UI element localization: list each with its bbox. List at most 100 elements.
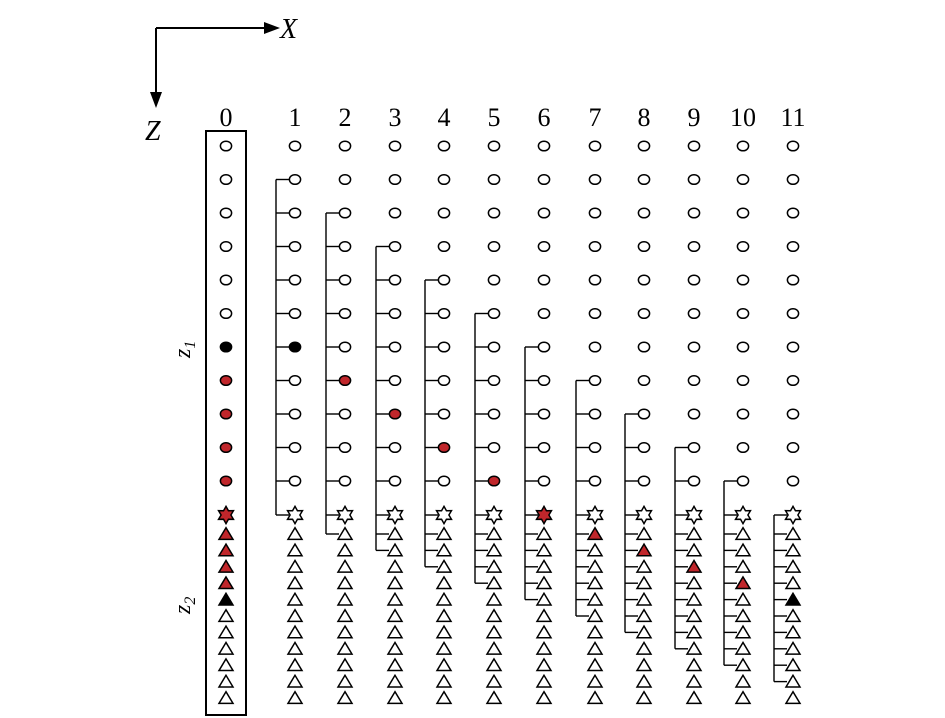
circle-node <box>736 207 750 219</box>
triangle-node <box>535 657 553 672</box>
triangle-node <box>336 559 354 573</box>
circle-node <box>288 374 302 387</box>
circle-node <box>437 207 451 219</box>
zone-label-z1-sub: 1 <box>182 341 199 349</box>
circle-node <box>588 475 602 487</box>
circle-node <box>588 240 602 253</box>
circle-node <box>219 274 233 286</box>
circle-node <box>637 274 651 286</box>
triangle-node <box>286 608 304 623</box>
circle-node <box>537 307 551 320</box>
circle-node <box>637 307 651 320</box>
bracket-col-8 <box>624 413 638 634</box>
circle-node <box>288 441 302 454</box>
column-label-0: 0 <box>220 103 233 132</box>
circle-node <box>786 307 800 320</box>
circle-node <box>388 374 402 387</box>
circle-node <box>588 374 602 387</box>
circle-node <box>338 374 352 387</box>
triangle-node <box>286 591 304 606</box>
column-label-4: 4 <box>438 103 451 132</box>
circle-node <box>338 140 352 152</box>
triangle-node <box>586 542 604 557</box>
column-label-2: 2 <box>339 103 352 132</box>
triangle-node <box>685 591 703 606</box>
circle-node <box>537 240 551 253</box>
star-node <box>635 504 653 526</box>
circle-node <box>288 207 302 219</box>
triangle-node <box>386 657 404 672</box>
circle-node <box>388 207 402 219</box>
circle-node <box>537 441 551 454</box>
circle-node <box>219 374 233 387</box>
circle-node <box>786 408 800 420</box>
bracket-col-1 <box>275 178 289 516</box>
circle-node <box>437 374 451 387</box>
circle-node <box>687 207 701 219</box>
triangle-node <box>435 526 453 541</box>
triangle-node <box>485 690 503 705</box>
circle-node <box>637 140 651 152</box>
column-label-7: 7 <box>589 103 602 132</box>
circle-node <box>219 441 233 454</box>
triangle-node <box>685 526 703 541</box>
circle-node <box>687 441 701 454</box>
circle-node <box>637 441 651 454</box>
circle-node <box>338 441 352 454</box>
circle-node <box>786 341 800 353</box>
triangle-node <box>535 673 553 688</box>
circle-node <box>437 441 451 454</box>
triangle-node <box>535 641 553 655</box>
circle-node <box>537 475 551 487</box>
circle-node <box>736 341 750 353</box>
triangle-node <box>535 608 553 623</box>
circle-node <box>736 374 750 387</box>
circle-node <box>487 207 501 219</box>
triangle-node <box>586 673 604 688</box>
triangle-node <box>784 641 802 655</box>
z-axis-arrow-icon <box>150 92 162 108</box>
triangle-node <box>784 673 802 688</box>
circle-node <box>487 274 501 286</box>
triangle-node <box>734 608 752 623</box>
circle-node <box>437 341 451 353</box>
circle-node <box>736 475 750 487</box>
x-axis-label: X <box>279 14 298 45</box>
triangle-node <box>734 559 752 573</box>
triangle-node <box>685 673 703 688</box>
column-label-8: 8 <box>638 103 651 132</box>
triangle-node <box>435 608 453 623</box>
star-node <box>535 504 553 526</box>
circle-node <box>338 240 352 253</box>
circle-node <box>588 341 602 353</box>
triangle-node <box>535 526 553 541</box>
circle-node <box>588 140 602 152</box>
triangle-node <box>586 559 604 573</box>
triangle-node <box>586 526 604 541</box>
circle-node <box>588 441 602 454</box>
zone-label-z2: z2 <box>170 597 199 615</box>
triangle-node <box>784 542 802 557</box>
circle-node <box>736 408 750 420</box>
triangle-node <box>734 641 752 655</box>
circle-node <box>388 475 402 487</box>
brackets <box>275 178 787 683</box>
circle-node <box>288 475 302 487</box>
circle-node <box>637 475 651 487</box>
circle-node <box>786 475 800 487</box>
triangle-node <box>784 575 802 590</box>
circle-node <box>487 140 501 152</box>
circle-node <box>537 374 551 387</box>
triangle-node <box>685 690 703 705</box>
circle-node <box>338 274 352 286</box>
triangle-node <box>386 591 404 606</box>
circle-node <box>537 341 551 353</box>
triangle-node <box>685 559 703 573</box>
triangle-node <box>286 657 304 672</box>
circle-node <box>338 207 352 219</box>
triangle-node <box>286 641 304 655</box>
zone-labels: z1 z2 <box>170 341 199 615</box>
triangle-node <box>586 690 604 705</box>
